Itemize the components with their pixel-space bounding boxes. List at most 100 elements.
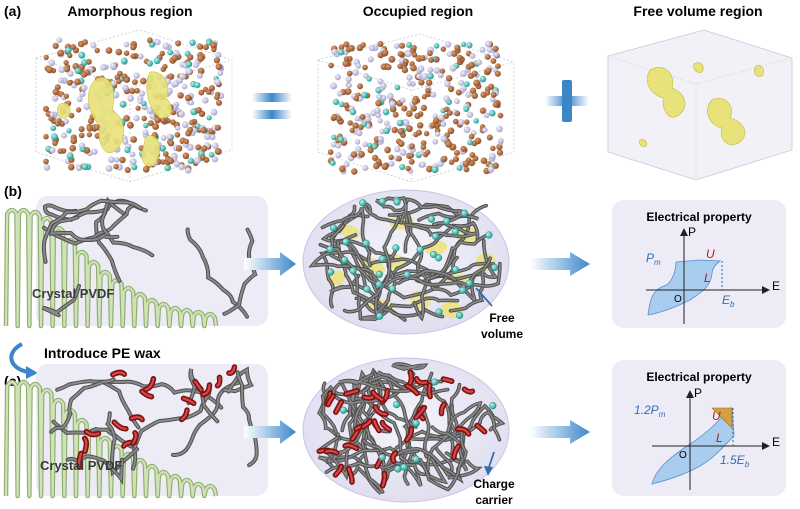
atom (384, 128, 390, 134)
atom (388, 161, 394, 167)
atom (347, 83, 352, 88)
atom (215, 52, 221, 58)
free-volume-label-line1: Free (489, 311, 515, 325)
atom (147, 60, 153, 66)
charge-carrier (452, 228, 459, 235)
atom (419, 150, 424, 155)
atom (351, 168, 357, 174)
atom (130, 53, 135, 58)
atom (58, 148, 64, 154)
charge-carrier (376, 281, 383, 288)
atom (433, 117, 439, 123)
atom (174, 161, 180, 167)
atom (406, 42, 412, 48)
charge-carrier (459, 287, 466, 294)
charge-carrier (379, 454, 386, 461)
atom (100, 64, 106, 70)
atom (110, 63, 117, 70)
atom (409, 159, 415, 165)
charge-carrier (376, 313, 383, 320)
atom (348, 120, 353, 125)
atom (63, 119, 68, 124)
atom (356, 130, 362, 136)
atom (81, 85, 87, 91)
atom (50, 147, 56, 153)
atom (394, 43, 400, 49)
atom (348, 45, 355, 52)
atom (131, 164, 137, 170)
atom (67, 80, 73, 86)
atom (464, 126, 471, 133)
atom (406, 110, 413, 117)
charge-carrier-label-line1: Charge (473, 477, 515, 491)
atom (106, 47, 113, 54)
charge-carrier-label-line2: carrier (475, 493, 513, 507)
atom (122, 85, 128, 91)
atom (426, 80, 432, 86)
atom (53, 89, 60, 96)
atom (453, 156, 459, 162)
title-amorphous: Amorphous region (67, 3, 192, 19)
atom (435, 131, 440, 136)
atom (204, 133, 211, 140)
atom (43, 159, 49, 165)
atom (434, 67, 440, 73)
atom (421, 73, 428, 80)
free-volume-label-line2: volume (481, 327, 523, 341)
atom (440, 121, 446, 127)
atom (113, 164, 118, 169)
atom (186, 62, 192, 68)
atom (383, 109, 390, 116)
atom (392, 127, 398, 133)
atom (194, 82, 200, 88)
atom (197, 44, 203, 50)
atom (457, 165, 463, 171)
atom (67, 152, 74, 159)
charge-carrier (491, 264, 498, 271)
atom (129, 88, 135, 94)
atom (167, 50, 173, 56)
atom (328, 63, 334, 69)
atom (467, 112, 473, 118)
atom (214, 79, 221, 86)
atom (368, 147, 374, 153)
atom (59, 67, 65, 73)
atom (140, 78, 147, 85)
atom (207, 115, 212, 120)
atom (197, 55, 204, 62)
atom (495, 71, 501, 77)
atom (138, 99, 143, 104)
atom (485, 54, 490, 59)
atom (380, 83, 386, 89)
atom (464, 81, 470, 87)
atom (138, 54, 144, 60)
atom (79, 133, 85, 139)
atom (354, 96, 359, 101)
atom (414, 113, 420, 119)
charge-carrier (376, 271, 383, 278)
atom (44, 164, 50, 170)
atom (51, 133, 58, 140)
atom (185, 95, 191, 101)
atom (400, 149, 407, 156)
atom (481, 158, 487, 164)
charge-carrier (461, 210, 468, 217)
atom (445, 141, 452, 148)
plot-c-title: Electrical property (646, 370, 752, 384)
atom (406, 51, 412, 57)
atom (457, 55, 463, 61)
atom (122, 139, 128, 145)
atom (406, 75, 412, 81)
atom (76, 107, 81, 112)
atom (409, 143, 415, 149)
flow-arrow-c2 (530, 420, 590, 444)
atom (124, 147, 130, 153)
atom (139, 91, 145, 97)
atom (77, 96, 83, 102)
atom (338, 49, 344, 55)
atom (497, 150, 503, 156)
plot-c-u: U (712, 409, 721, 423)
atom (401, 106, 407, 112)
atom (454, 45, 460, 51)
